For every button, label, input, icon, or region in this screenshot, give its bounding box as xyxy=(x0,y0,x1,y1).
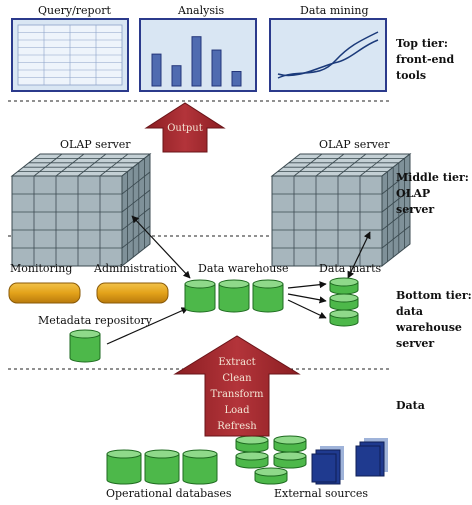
olap-cube-left xyxy=(10,152,152,268)
label-operational-databases: Operational databases xyxy=(106,487,232,500)
analysis-bar xyxy=(191,36,202,87)
etl-step-clean: Clean xyxy=(222,373,252,384)
connector-cube-left-warehouse xyxy=(131,215,191,279)
output-arrow xyxy=(144,102,226,153)
query-report-screen xyxy=(11,18,129,92)
label-data-warehouse: Data warehouse xyxy=(198,262,289,275)
connector-warehouse-mart-2 xyxy=(287,293,327,304)
etl-step-transform: Transform xyxy=(210,389,264,400)
warehouse-db-1 xyxy=(184,279,216,313)
warehouse-db-2 xyxy=(218,279,250,313)
label-data-marts: Data marts xyxy=(319,262,382,275)
tier-data-label: Data xyxy=(396,399,425,412)
data-mart-3 xyxy=(329,309,359,327)
operational-db-2 xyxy=(144,449,180,485)
tier-bottom-label: Bottom tier: data warehouse server xyxy=(396,289,472,350)
operational-db-1 xyxy=(106,449,142,485)
administration-tool xyxy=(96,282,169,304)
label-metadata-repository: Metadata repository xyxy=(38,314,152,327)
mining-curve-1 xyxy=(277,31,379,79)
connector-cube-right-marts xyxy=(347,231,371,279)
connector-warehouse-mart-3 xyxy=(287,299,327,319)
output-arrow-label: Output xyxy=(167,123,203,134)
label-analysis: Analysis xyxy=(178,4,225,17)
analysis-bars xyxy=(151,36,242,87)
olap-cube-right xyxy=(270,152,412,268)
analysis-bar xyxy=(231,71,242,87)
external-db-3 xyxy=(235,451,269,469)
etl-step-refresh: Refresh xyxy=(217,421,257,432)
analysis-screen xyxy=(139,18,257,92)
etl-step-extract: Extract xyxy=(218,357,256,368)
data-mart-1 xyxy=(329,277,359,295)
label-olap-server-left: OLAP server xyxy=(60,138,131,151)
label-administration: Administration xyxy=(94,262,178,275)
metadata-repository-db xyxy=(69,329,101,363)
label-external-sources: External sources xyxy=(274,487,369,500)
analysis-bar xyxy=(151,53,162,87)
warehouse-db-3 xyxy=(252,279,284,313)
mining-curve-2 xyxy=(277,39,379,77)
database-icons xyxy=(69,277,359,485)
external-documents xyxy=(311,438,388,485)
etl-step-load: Load xyxy=(224,405,250,416)
data-mart-2 xyxy=(329,293,359,311)
analysis-bar xyxy=(171,65,182,87)
connector-warehouse-mart-1 xyxy=(287,281,327,289)
operational-db-3 xyxy=(182,449,218,485)
external-db-1 xyxy=(235,435,269,453)
monitoring-tool xyxy=(8,282,81,304)
external-db-4 xyxy=(273,451,307,469)
analysis-bar xyxy=(211,49,222,87)
report-table-grid xyxy=(17,24,123,86)
etl-arrow xyxy=(173,335,301,437)
external-db-2 xyxy=(273,435,307,453)
tier-top-label: Top tier: front-end tools xyxy=(396,37,455,82)
label-data-mining: Data mining xyxy=(300,4,369,17)
label-monitoring: Monitoring xyxy=(10,262,73,275)
label-query-report: Query/report xyxy=(38,4,111,17)
connector-metadata-warehouse xyxy=(106,307,189,345)
data-mining-screen xyxy=(269,18,387,92)
tier-middle-label: Middle tier: OLAP server xyxy=(396,171,469,216)
label-olap-server-right: OLAP server xyxy=(319,138,390,151)
external-db-5 xyxy=(254,467,288,485)
